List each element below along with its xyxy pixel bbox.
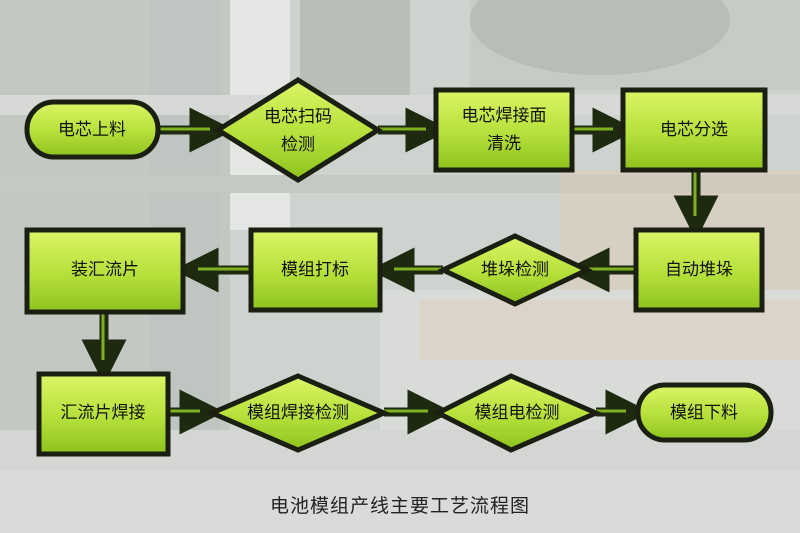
node-n3-shape [433,87,575,173]
node-n2-label-line2: 检测 [281,135,315,155]
node-n10-shape [205,373,391,453]
node-n4-label: 电芯分选 [660,120,728,140]
arrows [81,107,719,435]
node-n5-label: 自动堆垛 [665,260,733,280]
node-n4-shape [620,87,768,173]
node-n6-label: 堆垛检测 [481,260,549,280]
node-n1-shape [24,99,161,160]
node-n2-shape [213,77,383,183]
node-n1-label: 电芯上料 [58,120,126,140]
node-n10-label: 模组焊接检测 [247,403,349,423]
node-n12-label: 模组下料 [670,403,738,423]
node-n5-shape [633,227,765,313]
node-n8-shape [24,227,186,315]
node-n6-shape [437,233,593,307]
node-n11-label: 模组电检测 [475,403,560,423]
node-n12-shape [635,382,774,443]
node-n2-label-line1: 电芯扫码 [264,107,332,127]
node-n3-label-line1: 电芯焊接面 [462,106,547,126]
node-n11-shape [432,373,603,453]
node-n3-label-line2: 清洗 [487,134,521,154]
node-labels: 电芯上料 电芯扫码 检测 电芯焊接面 清洗 电芯分选 自动堆垛 堆垛检测 模组打… [58,106,738,423]
node-n7-label: 模组打标 [281,260,349,280]
arrow-highlights [101,127,697,413]
node-n9-label: 汇流片焊接 [61,403,146,423]
diagram-caption: 电池模组产线主要工艺流程图 [269,495,530,517]
node-n8-label: 装汇流片 [71,260,139,280]
node-n7-shape [248,227,383,313]
node-n9-shape [36,371,171,457]
